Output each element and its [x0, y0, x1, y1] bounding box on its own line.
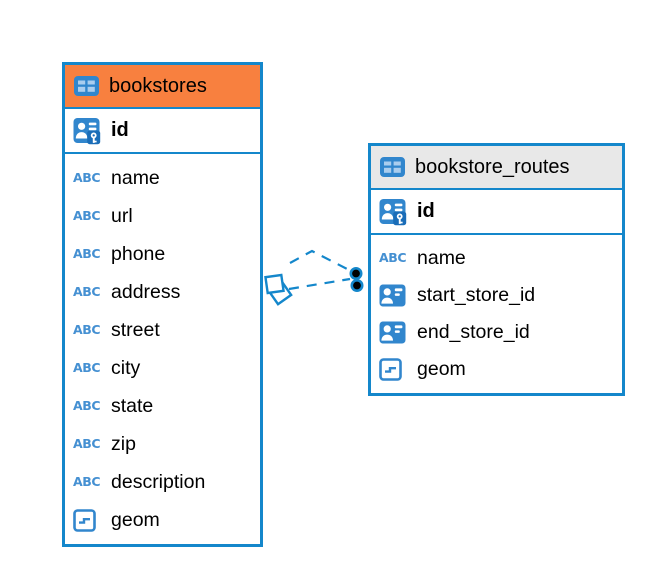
- relation-line[interactable]: [288, 277, 351, 291]
- column-row[interactable]: ABC state: [65, 387, 260, 425]
- column-name: zip: [111, 432, 136, 455]
- column-name: name: [111, 166, 160, 189]
- columns-list: ABC name start_store_id end_store_id geo…: [371, 235, 622, 393]
- column-row[interactable]: ABC name: [65, 159, 260, 197]
- column-name: name: [417, 247, 466, 269]
- table-bookstore-routes[interactable]: bookstore_routes id ABC name start_store…: [368, 143, 625, 396]
- column-name: street: [111, 318, 160, 341]
- table-header[interactable]: bookstore_routes: [371, 146, 622, 190]
- column-row[interactable]: ABC phone: [65, 235, 260, 273]
- column-row[interactable]: geom: [371, 351, 622, 388]
- foreign-key-icon: [379, 284, 410, 307]
- text-icon: ABC: [379, 250, 407, 266]
- table-title: bookstore_routes: [415, 155, 570, 178]
- text-icon: ABC: [73, 435, 101, 451]
- column-row[interactable]: ABC url: [65, 197, 260, 235]
- column-row[interactable]: ABC address: [65, 273, 260, 311]
- geometry-icon: [73, 508, 104, 532]
- column-row[interactable]: ABC name: [371, 240, 622, 277]
- column-name: end_store_id: [417, 321, 530, 343]
- column-name: start_store_id: [417, 284, 536, 306]
- column-row-id[interactable]: id: [371, 190, 622, 235]
- primary-key-icon: [379, 198, 410, 226]
- column-name: id: [111, 119, 129, 141]
- text-icon: ABC: [73, 397, 101, 413]
- column-name: phone: [111, 242, 166, 265]
- relation-target-marker[interactable]: [349, 266, 364, 292]
- primary-key-icon: [73, 117, 104, 145]
- column-row[interactable]: geom: [65, 501, 260, 539]
- column-row[interactable]: ABC description: [65, 463, 260, 501]
- column-name: url: [111, 204, 133, 227]
- text-icon: ABC: [73, 169, 101, 185]
- table-icon: [380, 157, 406, 177]
- text-icon: ABC: [73, 283, 101, 299]
- text-icon: ABC: [73, 473, 101, 489]
- relation-source-marker[interactable]: [264, 273, 293, 306]
- column-name: city: [111, 356, 141, 379]
- table-title: bookstores: [109, 74, 207, 97]
- table-header[interactable]: bookstores: [65, 65, 260, 109]
- column-name: geom: [417, 358, 466, 380]
- text-icon: ABC: [73, 207, 101, 223]
- column-name: state: [111, 394, 154, 417]
- column-row[interactable]: ABC zip: [65, 425, 260, 463]
- columns-list: ABC name ABC url ABC phone ABC address A…: [65, 154, 260, 544]
- column-row-id[interactable]: id: [65, 109, 260, 154]
- column-name: id: [417, 200, 435, 222]
- geometry-icon: [379, 358, 410, 381]
- foreign-key-icon: [379, 321, 410, 344]
- text-icon: ABC: [73, 359, 101, 375]
- column-row[interactable]: start_store_id: [371, 277, 622, 314]
- column-name: description: [111, 470, 206, 493]
- column-name: geom: [111, 508, 160, 531]
- column-row[interactable]: end_store_id: [371, 314, 622, 351]
- table-bookstores[interactable]: bookstores id ABC name ABC url ABC phone…: [62, 62, 263, 547]
- relation-line[interactable]: [289, 249, 352, 272]
- table-icon: [74, 76, 100, 96]
- text-icon: ABC: [73, 321, 101, 337]
- column-row[interactable]: ABC street: [65, 311, 260, 349]
- column-name: address: [111, 280, 181, 303]
- column-row[interactable]: ABC city: [65, 349, 260, 387]
- text-icon: ABC: [73, 245, 101, 261]
